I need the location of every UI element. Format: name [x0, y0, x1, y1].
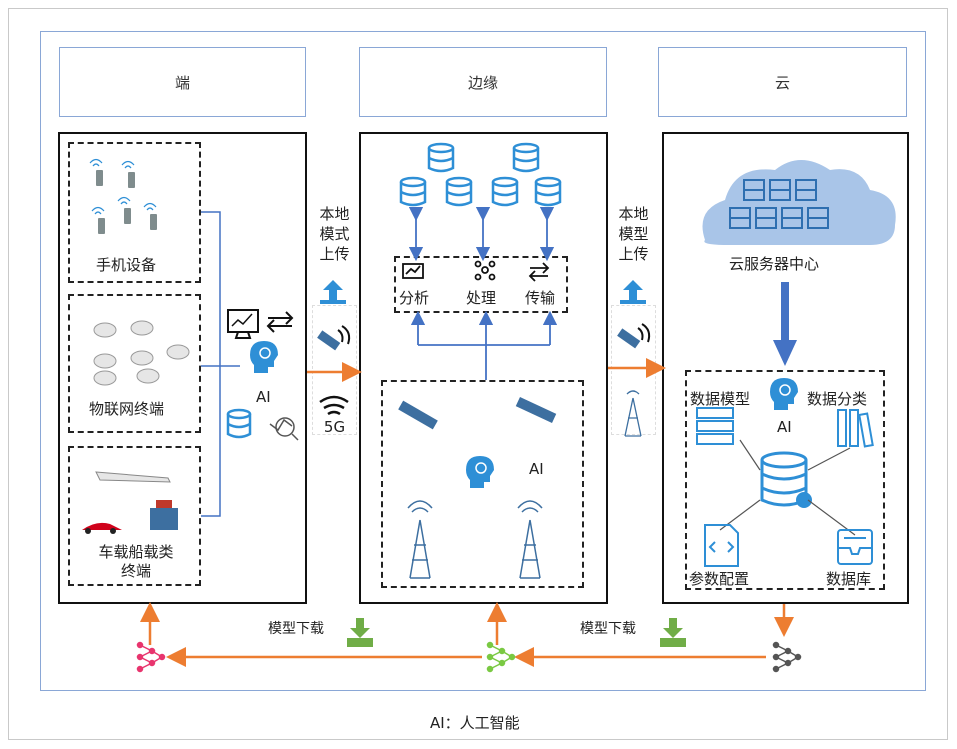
phone-group [68, 142, 201, 283]
diagram-frame [40, 31, 926, 691]
neural-node-green [486, 641, 516, 673]
satellite-icon-right [617, 323, 651, 349]
model-download-left: 模型下载 [268, 621, 324, 637]
iot-sensor-icons [93, 320, 190, 386]
right-link-line1: 本地 [618, 205, 649, 223]
cloud-connector-lines [719, 439, 856, 536]
vehicle-label-line2: 终端 [120, 562, 151, 580]
param-config-file-icon [704, 524, 739, 567]
data-classify-label: 数据分类 [807, 390, 868, 408]
central-database-icon [760, 451, 812, 508]
upload-icon-right [620, 280, 646, 304]
database-label: 数据库 [826, 570, 872, 588]
data-model-server-icon [696, 407, 734, 445]
param-config-label: 参数配置 [689, 570, 750, 588]
edge-database-icons [399, 142, 562, 207]
neural-node-gray [772, 641, 802, 673]
phone-icons [89, 158, 157, 234]
edge-function-icons [402, 260, 550, 282]
database-icon-device [226, 408, 252, 439]
net-5g-label: 5G [323, 418, 346, 436]
phone-label: 手机设备 [96, 256, 157, 274]
vehicle-group [68, 446, 201, 586]
edge-process-label: 处理 [466, 289, 497, 307]
edge-header: 边缘 [359, 47, 607, 117]
edge-bidirectional-arrows [408, 206, 555, 262]
analytics-search-icon [269, 417, 299, 441]
download-icons [347, 618, 686, 647]
upload-icon-left [320, 280, 346, 304]
edge-satellite-icons [398, 397, 557, 430]
model-download-right: 模型下载 [580, 621, 636, 637]
device-header: 端 [59, 47, 306, 117]
database-tray-icon [837, 529, 873, 565]
left-link-line1: 本地 [319, 205, 350, 223]
device-ai-label: AI [256, 388, 271, 406]
cloud-ai-head-icon [770, 378, 798, 410]
cloud-shape [702, 160, 896, 245]
footer-note: AI：人工智能 [430, 714, 520, 732]
data-model-label: 数据模型 [690, 390, 751, 408]
cloud-header: 云 [658, 47, 907, 117]
data-classify-icon [837, 409, 874, 448]
transfer-arrows-icon [266, 311, 294, 333]
edge-tower-icons [407, 500, 543, 579]
server-center-label: 云服务器中心 [729, 255, 820, 273]
vehicle-label-line1: 车载船载类 [98, 543, 174, 561]
left-link-line2: 模式 [319, 225, 350, 243]
edge-flow-lines [410, 310, 558, 380]
server-rack-icons [729, 179, 829, 229]
right-link-line3: 上传 [618, 245, 649, 263]
right-link-line2: 模型 [618, 225, 649, 243]
iot-label: 物联网终端 [89, 400, 165, 418]
cloud-services-group [685, 370, 885, 590]
edge-analyze-label: 分析 [399, 289, 430, 307]
iot-group [68, 294, 201, 433]
cloud-ai-label: AI [777, 418, 792, 436]
vehicle-icons [82, 471, 178, 534]
outer-frame [8, 8, 948, 740]
cloud-down-arrow [773, 282, 797, 366]
edge-ai-label: AI [529, 460, 544, 478]
neural-node-pink [136, 641, 166, 673]
ai-head-icon [250, 341, 278, 373]
device-connectors [201, 211, 240, 517]
monitor-icon [227, 309, 259, 339]
bottom-orange-arrows [140, 602, 794, 667]
left-link-line3: 上传 [319, 245, 350, 263]
edge-infra-group [381, 380, 584, 588]
tower-icon-right [624, 390, 642, 437]
satellite-icon-left [317, 325, 351, 351]
edge-ai-head-icon [466, 456, 494, 488]
signal-icon-5g [319, 395, 349, 416]
edge-transfer-label: 传输 [525, 289, 556, 307]
